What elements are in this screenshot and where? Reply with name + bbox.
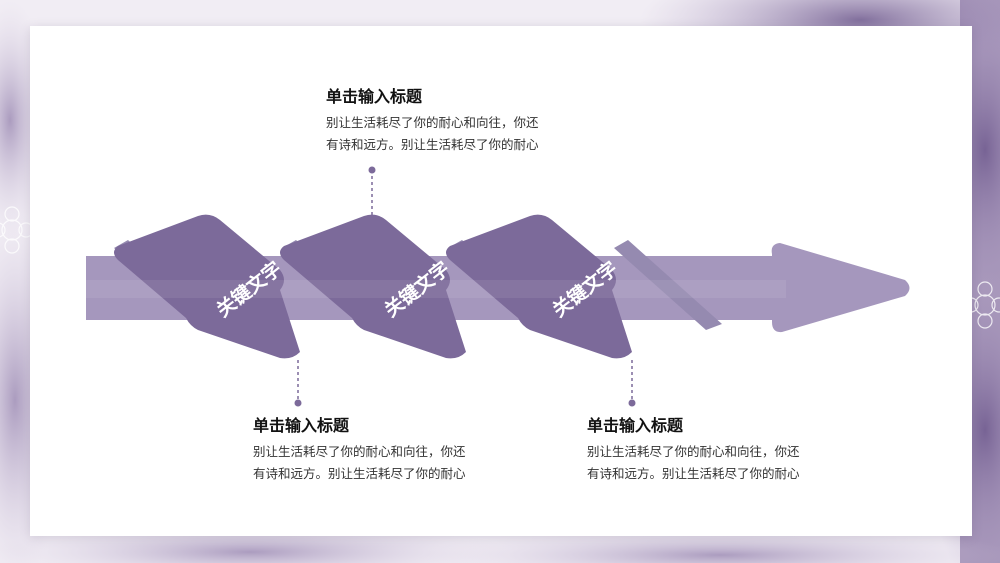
block-body-line-2[interactable]: 有诗和远方。别让生活耗尽了你的耐心 <box>253 466 466 481</box>
block-body-line-1[interactable]: 别让生活耗尽了你的耐心和向往，你还 <box>587 444 800 459</box>
connector-2 <box>294 360 302 407</box>
block-body-line-2[interactable]: 有诗和远方。别让生活耗尽了你的耐心 <box>326 137 539 152</box>
connector-3 <box>628 360 636 407</box>
ribbon-front-segments <box>114 214 632 359</box>
arrow-head <box>771 243 910 333</box>
connector-dot <box>368 166 376 174</box>
block-body-line-1[interactable]: 别让生活耗尽了你的耐心和向往，你还 <box>253 444 466 459</box>
connector-1 <box>368 166 376 216</box>
text-block-bottom-right: 单击输入标题 别让生活耗尽了你的耐心和向往，你还 有诗和远方。别让生活耗尽了你的… <box>587 415 857 485</box>
text-block-bottom-left: 单击输入标题 别让生活耗尽了你的耐心和向往，你还 有诗和远方。别让生活耗尽了你的… <box>253 415 523 485</box>
ribbon-highlight <box>86 280 786 298</box>
block-title[interactable]: 单击输入标题 <box>587 416 684 435</box>
connector-dot <box>628 399 636 407</box>
block-title[interactable]: 单击输入标题 <box>253 416 350 435</box>
connector-dot <box>294 399 302 407</box>
block-body-line-1[interactable]: 别让生活耗尽了你的耐心和向往，你还 <box>326 115 539 130</box>
block-body-line-2[interactable]: 有诗和远方。别让生活耗尽了你的耐心 <box>587 466 800 481</box>
text-block-top: 单击输入标题 别让生活耗尽了你的耐心和向往，你还 有诗和远方。别让生活耗尽了你的… <box>326 86 596 156</box>
flower-decoration-right <box>963 281 1000 329</box>
flower-decoration-left <box>0 206 34 254</box>
block-title[interactable]: 单击输入标题 <box>326 87 423 106</box>
